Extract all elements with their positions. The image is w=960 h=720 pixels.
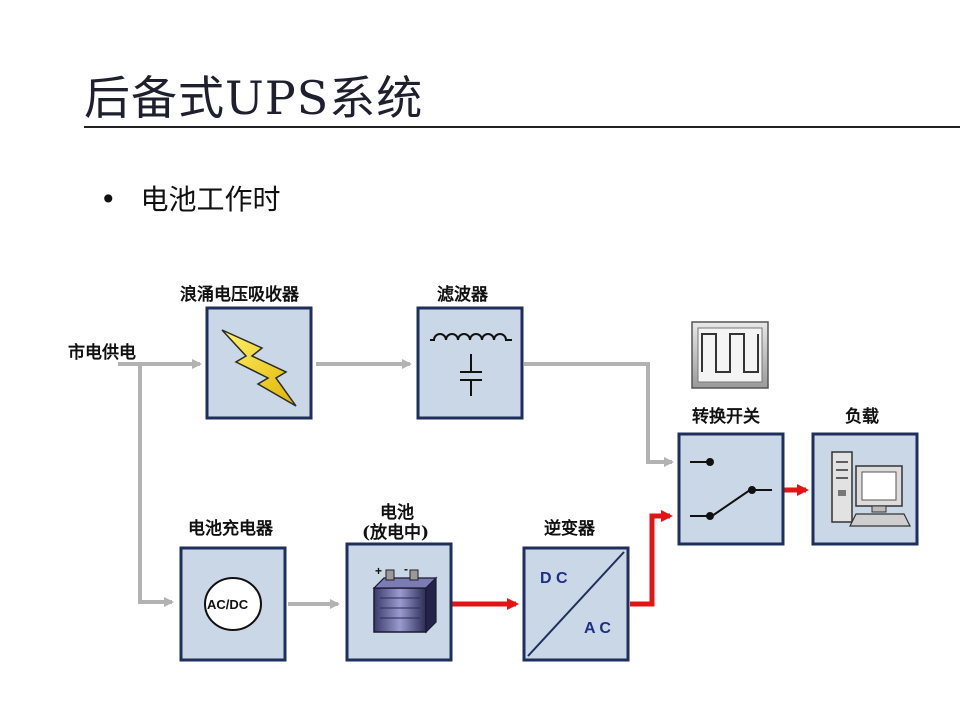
waveform-display-icon <box>691 321 769 389</box>
charger-label: 电池充电器 <box>188 519 273 539</box>
surge-absorber-label: 浪涌电压吸收器 <box>180 285 299 305</box>
gray-paths <box>118 359 674 609</box>
battery-minus-label: - <box>404 562 408 576</box>
battery-icon <box>372 569 438 634</box>
inverter-to-switch-path <box>630 510 673 607</box>
bullet-item: • 电池工作时 <box>100 178 281 218</box>
page-title: 后备式UPS系统 <box>84 71 424 125</box>
inverter-label: 逆变器 <box>544 519 595 539</box>
inverter-dc-label: D C <box>540 570 568 587</box>
lightning-icon <box>221 329 297 407</box>
mains-label: 市电供电 <box>68 343 136 363</box>
battery-plus-label: + <box>375 564 383 578</box>
load-box <box>811 432 919 546</box>
acdc-label: AC/DC <box>207 597 249 612</box>
bullet-dot: • <box>100 183 117 216</box>
load-label: 负载 <box>845 407 879 427</box>
charger-box <box>179 546 287 662</box>
filter-label: 滤波器 <box>437 285 488 305</box>
inverter-box <box>522 546 630 662</box>
computer-icon <box>831 451 911 527</box>
acdc-circle <box>204 577 262 631</box>
surge-absorber-box <box>205 306 313 420</box>
inverter-ac-label: A C <box>584 620 611 637</box>
battery-box <box>345 542 453 662</box>
transfer-switch-box <box>677 432 785 546</box>
active-paths <box>452 484 809 610</box>
bullet-text: 电池工作时 <box>140 183 281 216</box>
filter-to-switch-path <box>524 362 674 467</box>
transfer-switch-label: 转换开关 <box>692 407 760 427</box>
inverter-diagonal <box>527 551 625 657</box>
battery-status-label: (放电中) <box>362 523 430 543</box>
battery-label: 电池 <box>380 503 414 523</box>
capacitor-icon <box>460 354 482 396</box>
title-divider <box>84 126 960 128</box>
switch-icon <box>690 458 772 520</box>
inductor-icon <box>430 333 512 341</box>
mains-to-charger-path <box>138 364 174 607</box>
filter-box <box>416 306 524 420</box>
